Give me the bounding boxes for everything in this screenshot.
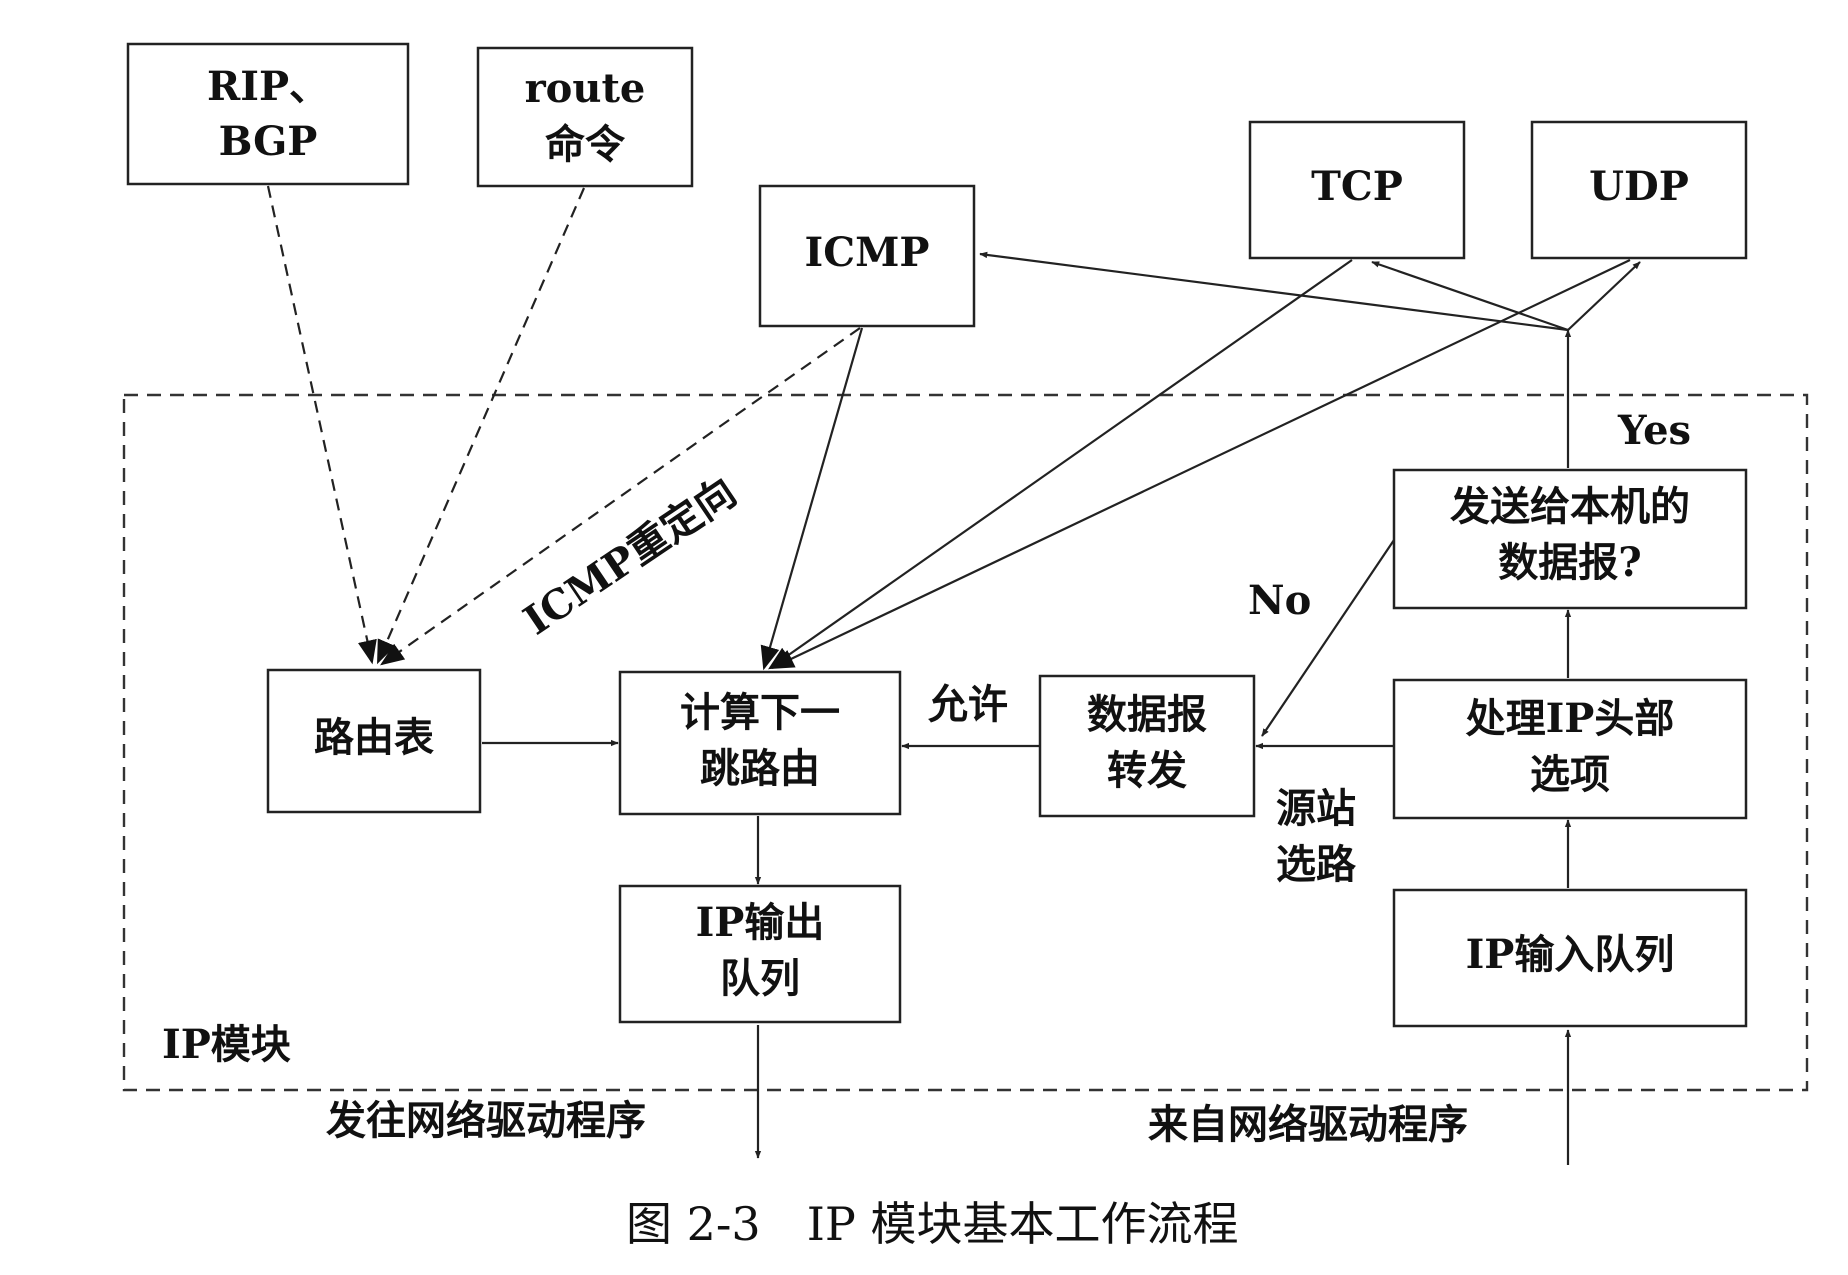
edge-junction-to-icmp <box>979 251 1569 332</box>
node-forward-line-1: 数据报 <box>1087 691 1207 738</box>
edge-local-check-no <box>1261 539 1395 737</box>
node-header-options-line-1: 处理IP头部 <box>1466 695 1675 742</box>
node-input-queue: IP输入队列 <box>1392 888 1748 1028</box>
node-routing-table: 路由表 <box>266 668 482 814</box>
node-route-command: route 命令 <box>476 46 694 188</box>
ip-module-region <box>122 393 1809 1092</box>
node-forward: 数据报 转发 <box>1038 674 1256 818</box>
node-local-check-line-2: 数据报? <box>1498 539 1641 586</box>
node-header-options-line-2: 选项 <box>1530 751 1610 798</box>
node-local-check: 发送给本机的 数据报? <box>1392 468 1748 610</box>
node-route-command-line-2: 命令 <box>545 121 626 168</box>
edge-junction-to-udp <box>1567 261 1641 331</box>
edge-icmp-redirect <box>380 327 861 666</box>
node-next-hop-line-1: 计算下一 <box>680 689 840 736</box>
label-icmp-redirect: ICMP重定向 <box>515 468 744 644</box>
label-yes: Yes <box>1617 407 1691 454</box>
node-rip-bgp: RIP、 BGP <box>126 42 410 186</box>
node-input-queue-label: IP输入队列 <box>1466 931 1675 978</box>
figure-caption: 图 2-3 IP 模块基本工作流程 <box>626 1197 1238 1251</box>
edge-rip-to-routing-table <box>266 185 377 665</box>
node-udp: UDP <box>1530 120 1748 260</box>
node-icmp-label: ICMP <box>805 229 930 276</box>
node-header-options: 处理IP头部 选项 <box>1392 678 1748 820</box>
node-forward-line-2: 转发 <box>1107 747 1187 794</box>
label-source-routing-line-2: 选路 <box>1276 841 1357 888</box>
node-rip-bgp-line-2: BGP <box>219 118 318 165</box>
label-allow: 允许 <box>928 681 1008 728</box>
edge-junction-to-tcp <box>1371 260 1569 332</box>
node-next-hop: 计算下一 跳路由 <box>618 670 902 816</box>
edge-udp-to-next-hop <box>769 259 1631 670</box>
ip-module-label: IP模块 <box>162 1021 291 1068</box>
edge-route-to-routing-table <box>376 187 586 665</box>
node-next-hop-line-2: 跳路由 <box>700 745 820 792</box>
node-route-command-line-1: route <box>525 65 646 112</box>
label-to-driver: 发往网络驱动程序 <box>326 1097 646 1144</box>
node-output-queue: IP输出 队列 <box>618 884 902 1024</box>
label-source-routing-line-1: 源站 <box>1276 785 1356 832</box>
node-tcp: TCP <box>1248 120 1466 260</box>
node-udp-label: UDP <box>1589 163 1689 210</box>
edge-tcp-to-next-hop <box>768 259 1353 670</box>
node-rip-bgp-line-1: RIP、 <box>207 63 329 110</box>
node-local-check-line-1: 发送给本机的 <box>1450 483 1690 530</box>
label-no: No <box>1248 577 1311 624</box>
node-output-queue-line-1: IP输出 <box>696 899 825 946</box>
label-from-driver: 来自网络驱动程序 <box>1148 1101 1468 1148</box>
node-tcp-label: TCP <box>1311 163 1403 210</box>
node-routing-table-label: 路由表 <box>314 714 434 761</box>
edge-icmp-to-next-hop <box>760 327 864 671</box>
node-icmp: ICMP <box>758 184 976 328</box>
node-output-queue-line-2: 队列 <box>720 955 800 1002</box>
